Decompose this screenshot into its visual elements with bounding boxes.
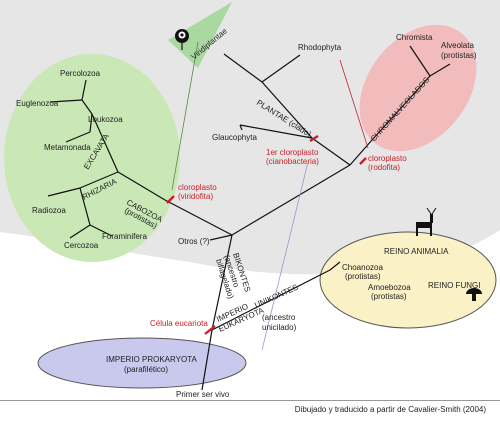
viridofita-pointer (171, 41, 199, 191)
prokaryota-subtitle: (parafilético) (124, 365, 168, 374)
foraminifera-label: Foraminifera (102, 232, 147, 241)
credit-text: Dibujado y traducido a partir de Cavalie… (294, 405, 486, 414)
choanozoa-label: Choanozoa (342, 263, 383, 272)
marker-celula-eucariota (204, 325, 216, 335)
celula-eucariota-label: Célula eucariota (150, 319, 208, 328)
cloroplasto-viridofita-sub: (viridofita) (178, 192, 213, 201)
reino-animalia-label: REINO ANIMALIA (384, 247, 449, 256)
cloroplasto-cianobacteria-label: 1er cloroplasto (266, 148, 319, 157)
choanozoa-subtitle: (protistas) (345, 272, 381, 281)
credit-bar: Dibujado y traducido a partir de Cavalie… (0, 400, 500, 424)
reino-fungi-label: REINO FUNGI (428, 281, 480, 290)
diagram-canvas: Percolozoa Euglenozoa Loukozoa Metamonad… (0, 0, 500, 399)
mushroom-icon (466, 288, 482, 301)
primer-ser-vivo-label: Primer ser vivo (176, 390, 230, 399)
endosymbiosis-markers (166, 134, 367, 335)
marker-cianobacteria (309, 134, 319, 143)
cloroplasto-rodofita-sub: (rodofita) (368, 163, 400, 172)
unikontes-subtitle-1: (ancestro (262, 313, 296, 322)
viridiplantae-triangle (168, 2, 232, 68)
cianobacteria-pointer (261, 161, 309, 351)
deer-icon (416, 207, 437, 236)
metamonada-label: Metamonada (44, 143, 91, 152)
otros-label: Otros (?) (178, 237, 210, 246)
percolozoa-label: Percolozoa (60, 69, 101, 78)
alveolata-label: Alveolata (441, 41, 474, 50)
cloroplasto-cianobacteria-sub: (cianobacteria) (266, 157, 319, 166)
chromalveolata-region (359, 24, 477, 152)
euglenozoa-label: Euglenozoa (16, 99, 59, 108)
rodofita-pointer (339, 59, 369, 149)
cloroplasto-rodofita-label: cloroplasto (368, 154, 407, 163)
amoebozoa-label: Amoebozoa (368, 283, 411, 292)
cloroplasto-viridofita-label: cloroplasto (178, 183, 217, 192)
unikontes-subtitle-2: unicilado) (262, 323, 297, 332)
rose-icon (175, 29, 189, 50)
marker-viridofita (166, 195, 175, 204)
prokaryota-region (37, 337, 247, 389)
alveolata-subtitle: (protistas) (441, 51, 477, 60)
amoebozoa-subtitle: (protistas) (371, 292, 407, 301)
phylogenetic-branches (47, 45, 451, 391)
radiozoa-label: Radiozoa (32, 206, 66, 215)
cercozoa-label: Cercozoa (64, 241, 99, 250)
loukozoa-label: Loukozoa (88, 115, 123, 124)
marker-rodofita (359, 157, 367, 165)
imperio-prokaryota-label: IMPERIO PROKARYOTA (106, 355, 197, 364)
animal-fungi-region (319, 231, 497, 329)
glaucophyta-label: Glaucophyta (212, 133, 257, 142)
rhodophyta-label: Rhodophyta (298, 43, 342, 52)
chromista-label: Chromista (396, 33, 433, 42)
excavata-region (4, 54, 180, 262)
